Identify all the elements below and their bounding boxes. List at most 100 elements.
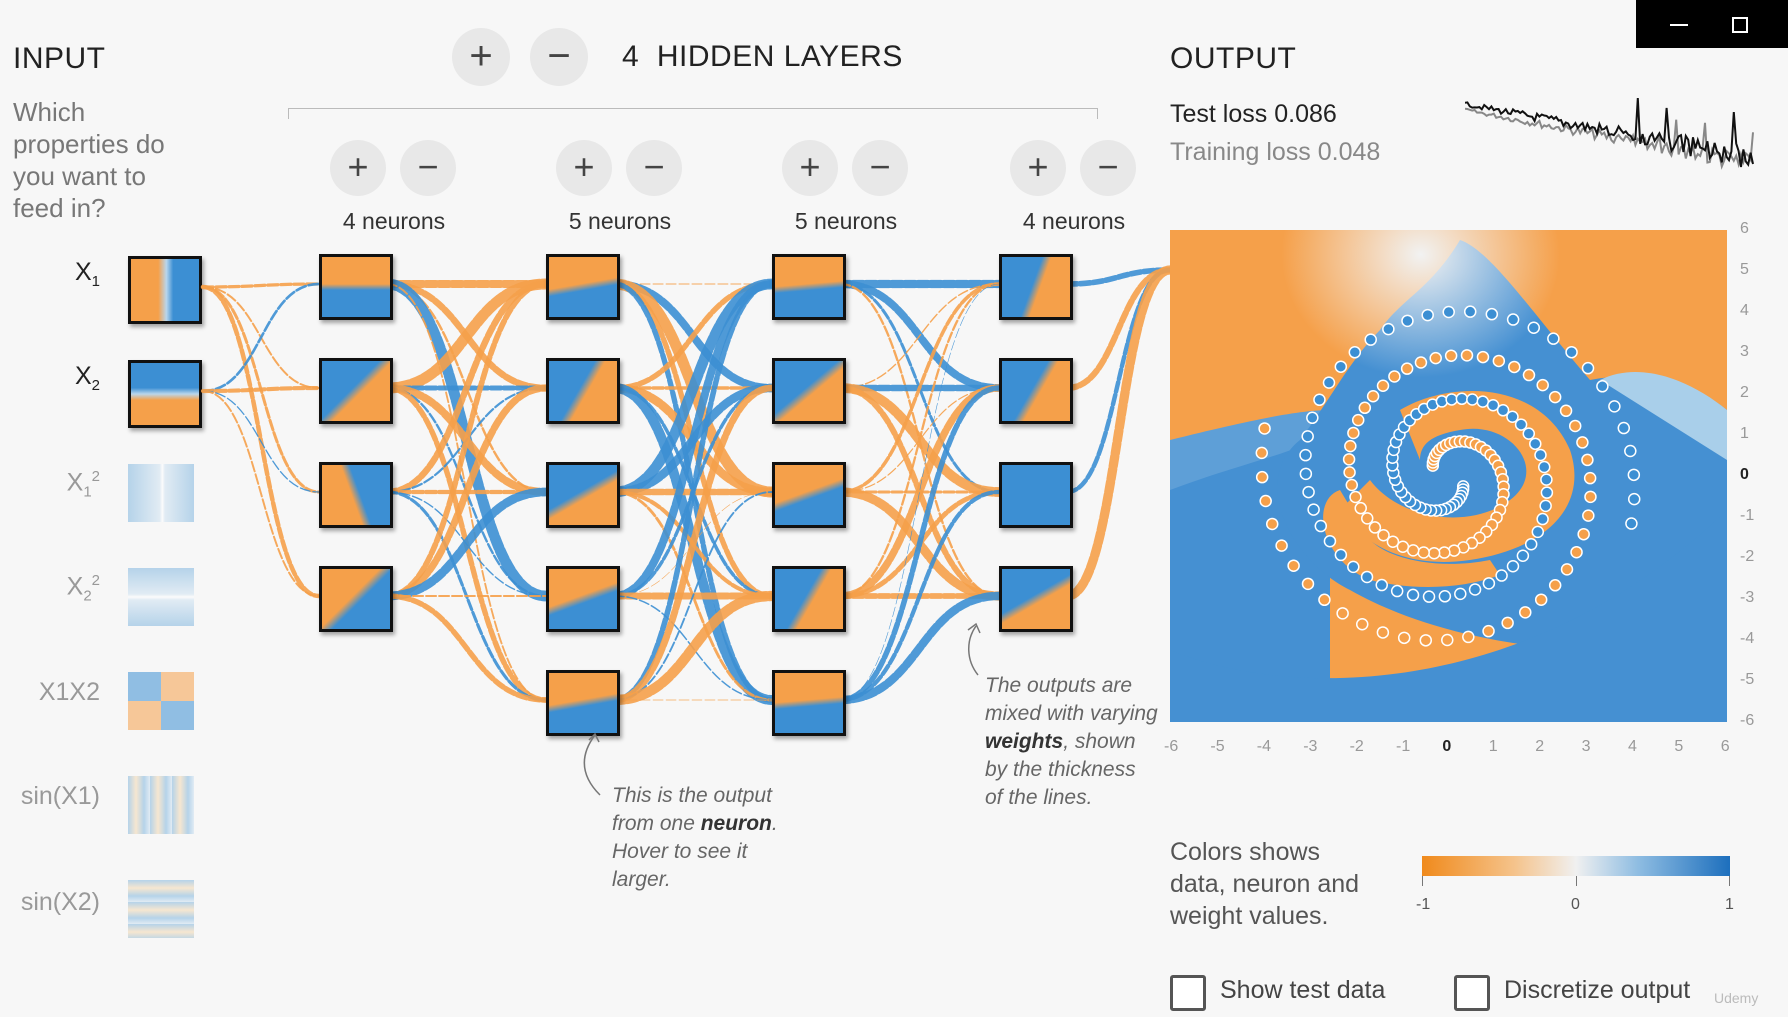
legend-line: data, neuron and [1170,870,1360,898]
remove-layer-button[interactable]: − [530,28,588,86]
data-point [1255,470,1269,484]
weight-link[interactable] [839,283,1000,389]
weight-link[interactable] [202,390,320,597]
weight-link[interactable] [838,282,1001,494]
weight-link[interactable] [382,487,551,601]
remove-neuron-layer4-button[interactable]: − [1080,140,1136,196]
neuron-l1-n2[interactable] [319,358,393,424]
add-neuron-layer1-button[interactable]: + [330,140,386,196]
note-line: by the thickness [985,758,1136,781]
data-point [1396,540,1410,554]
neuron-l4-n1[interactable] [999,254,1073,320]
data-point [1506,560,1520,573]
data-point [1539,499,1552,513]
feature-sin-x2-box[interactable] [128,880,194,938]
data-point [1376,626,1390,639]
weight-link[interactable] [837,385,1002,703]
data-point [1576,436,1589,449]
data-point [1492,354,1506,368]
loss-chart [1465,97,1754,170]
legend-tick-right [1729,876,1730,886]
discretize-output-label[interactable]: Discretize output [1504,976,1691,1004]
layer3-neuron-count: 5 neurons [794,208,898,234]
weight-link[interactable] [202,390,320,493]
add-neuron-layer4-button[interactable]: + [1010,140,1066,196]
neuron-l3-n4[interactable] [772,566,846,632]
question-line: you want to [13,161,146,191]
weight-link[interactable] [1062,265,1175,601]
show-test-data-label[interactable]: Show test data [1220,976,1386,1004]
weight-link[interactable] [837,489,1002,703]
weight-link[interactable] [384,593,549,703]
remove-neuron-layer1-button[interactable]: − [400,140,456,196]
note-line: from one neuron. [612,812,778,835]
data-point [1343,466,1356,479]
weight-link[interactable] [1063,266,1174,392]
neuron-l2-n1[interactable] [546,254,620,320]
neuron-l2-n2[interactable] [546,358,620,424]
data-point [1514,418,1528,431]
legend-tick-mid [1576,876,1577,886]
neuron-l2-n4[interactable] [546,566,620,632]
neuron-l2-n3[interactable] [546,462,620,528]
weight-link[interactable] [611,281,775,703]
remove-neuron-layer3-button[interactable]: − [852,140,908,196]
question-line: Which [13,97,86,127]
remove-neuron-layer2-button[interactable]: − [626,140,682,196]
feature-x1-squared-box[interactable] [128,464,194,522]
data-point [1355,618,1369,631]
weight-link[interactable] [381,278,552,394]
neuron-l4-n3[interactable] [999,462,1073,528]
data-point [1559,404,1573,418]
neuron-l1-n3[interactable] [319,462,393,528]
y-tick-label: 2 [1740,384,1749,401]
feature-sin-x1-box[interactable] [128,776,194,834]
weight-link[interactable] [383,384,550,600]
color-legend-bar [1422,856,1730,876]
y-tick-label: 5 [1740,261,1749,278]
add-neuron-layer2-button[interactable]: + [556,140,612,196]
weight-link[interactable] [201,282,321,289]
neuron-l1-n4[interactable] [319,566,393,632]
weight-link[interactable] [384,281,549,599]
data-point [1627,492,1641,506]
data-point [1364,333,1377,346]
data-point [1529,437,1542,451]
feature-x1x2-box[interactable] [128,672,194,730]
data-point [1368,521,1382,534]
add-neuron-layer3-button[interactable]: + [782,140,838,196]
weight-link[interactable] [201,282,321,393]
weight-link[interactable] [609,279,777,601]
feature-x2-box[interactable] [128,360,202,428]
restore-icon[interactable] [1732,17,1748,33]
neuron-l1-n1[interactable] [319,254,393,320]
neuron-l4-n2[interactable] [999,358,1073,424]
neuron-l2-n5[interactable] [546,670,620,736]
neuron-l3-n5[interactable] [772,670,846,736]
discretize-output-checkbox[interactable] [1454,975,1490,1011]
weight-link[interactable] [200,385,322,394]
neuron-l3-n2[interactable] [772,358,846,424]
data-point [1360,512,1374,525]
weight-link[interactable] [835,591,1004,705]
neuron-l3-n1[interactable] [772,254,846,320]
feature-x1-box[interactable] [128,256,202,324]
weight-link[interactable] [608,590,778,706]
weight-link[interactable] [839,283,1000,701]
weight-link[interactable] [836,384,1003,600]
data-point [1531,525,1545,539]
x-tick-label: -2 [1349,738,1364,755]
weight-link[interactable] [838,282,1001,598]
add-layer-button[interactable]: + [452,28,510,86]
x-tick-label: -5 [1210,738,1225,755]
show-test-data-checkbox[interactable] [1170,975,1206,1011]
feature-x2-squared-box[interactable] [128,568,194,626]
neuron-l3-n3[interactable] [772,462,846,528]
neuron-l4-n4[interactable] [999,566,1073,632]
weight-link[interactable] [383,280,550,496]
weight-link[interactable] [610,384,776,704]
data-point [1501,616,1514,630]
minimize-icon[interactable] [1670,24,1688,26]
data-point [1302,485,1315,499]
data-point [1522,427,1536,440]
